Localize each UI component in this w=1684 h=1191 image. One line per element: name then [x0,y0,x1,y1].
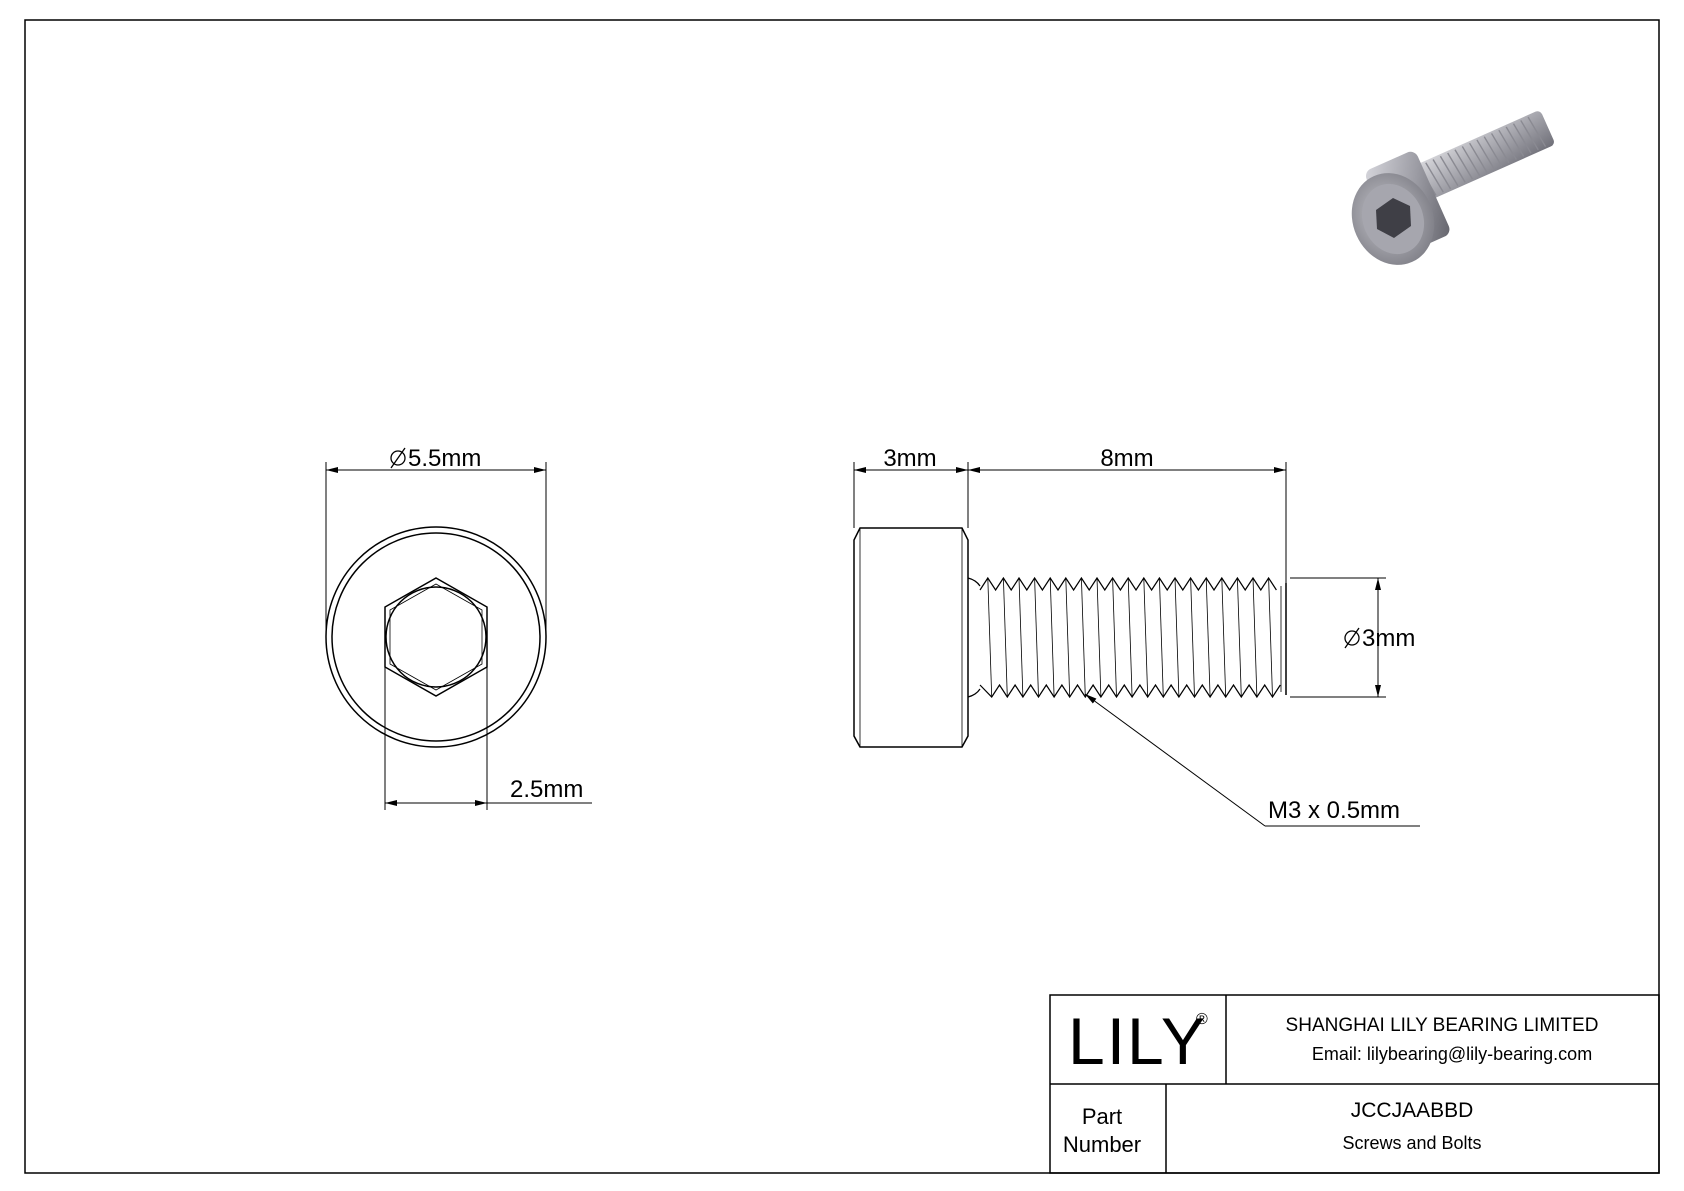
thread-flank-line [1205,577,1211,698]
iso-thread-line [1498,129,1517,160]
thread-flank-line [1034,577,1039,698]
company-email: Email: lilybearing@lily-bearing.com [1312,1044,1592,1064]
iso-thread-line [1425,162,1444,193]
head-chamfer-circle [331,532,541,742]
thread-flank-line [987,577,993,698]
iso-thread-line [1461,146,1481,177]
dim-head-diameter [325,462,547,637]
iso-thread-line [1454,149,1474,180]
end-view [325,526,547,748]
company-name: SHANGHAI LILY BEARING LIMITED [1286,1015,1599,1036]
hex-socket-icon [1376,198,1411,238]
thread-crest-bottom [979,683,1281,699]
dim-thread-diameter [1290,577,1386,698]
title-block [1049,994,1660,1174]
iso-thread-line [1447,152,1466,183]
thread-flank-line [1221,577,1227,698]
iso-thread-line [1476,139,1496,170]
thread-flank-line [1081,577,1086,698]
iso-thread-line [1469,142,1488,173]
thread-flank-line [1065,577,1071,698]
dim-head-height [853,462,969,528]
thread-flank-line [1174,577,1180,698]
thread-diameter-label: 3mm [1362,625,1415,652]
thread-flank-line [1003,577,1008,698]
side-view [853,527,1287,748]
iso-thread-line [1490,133,1510,164]
head-height-label: 3mm [883,445,936,472]
thread-flanks [987,577,1273,698]
company-logo: LILY [1068,1004,1207,1078]
thread-flank-line [1127,577,1133,698]
part-label-line2: Number [1063,1132,1141,1157]
head-diameter-label: 5.5mm [408,445,481,472]
thread-flank-line [1252,577,1258,698]
diameter-symbol-icon [1344,627,1360,649]
iso-thread-line [1505,126,1525,157]
thread-flank-line [1237,577,1242,698]
thread-flank-line [1112,577,1117,698]
part-label-line1: Part [1082,1104,1122,1129]
dim-socket-size [384,667,592,810]
diameter-symbol-icon [390,447,406,469]
length-label: 8mm [1100,445,1153,472]
socket-circle [385,586,487,688]
dim-length [968,462,1287,583]
thread-flank-line [1190,577,1195,698]
iso-thread-line [1520,120,1539,151]
thread-flank-line [1159,577,1164,698]
head-outer-circle [325,526,547,748]
registered-mark: ® [1196,1011,1208,1028]
hex-socket [384,577,488,697]
iso-thread-line [1483,136,1503,167]
part-number: JCCJAABBD [1351,1099,1474,1122]
thread-spec-label: M3 x 0.5mm [1268,797,1400,824]
drawing-border [24,19,1660,1174]
iso-thread-line [1512,123,1532,154]
thread-flank-line [1018,577,1024,698]
thread-flank-line [1143,577,1149,698]
iso-thread-line [1439,155,1459,187]
thread-flank-line [1268,577,1273,698]
thread-flank-line [1096,577,1102,698]
part-category: Screws and Bolts [1342,1133,1481,1153]
thread-flank-line [1049,577,1055,698]
iso-thread-line [1432,159,1452,190]
socket-size-label: 2.5mm [510,776,583,803]
screw-3d-preview [1351,111,1554,265]
screw-head [853,527,969,748]
iso-thread-line [1527,116,1547,147]
leader-thread-spec [1084,693,1420,827]
